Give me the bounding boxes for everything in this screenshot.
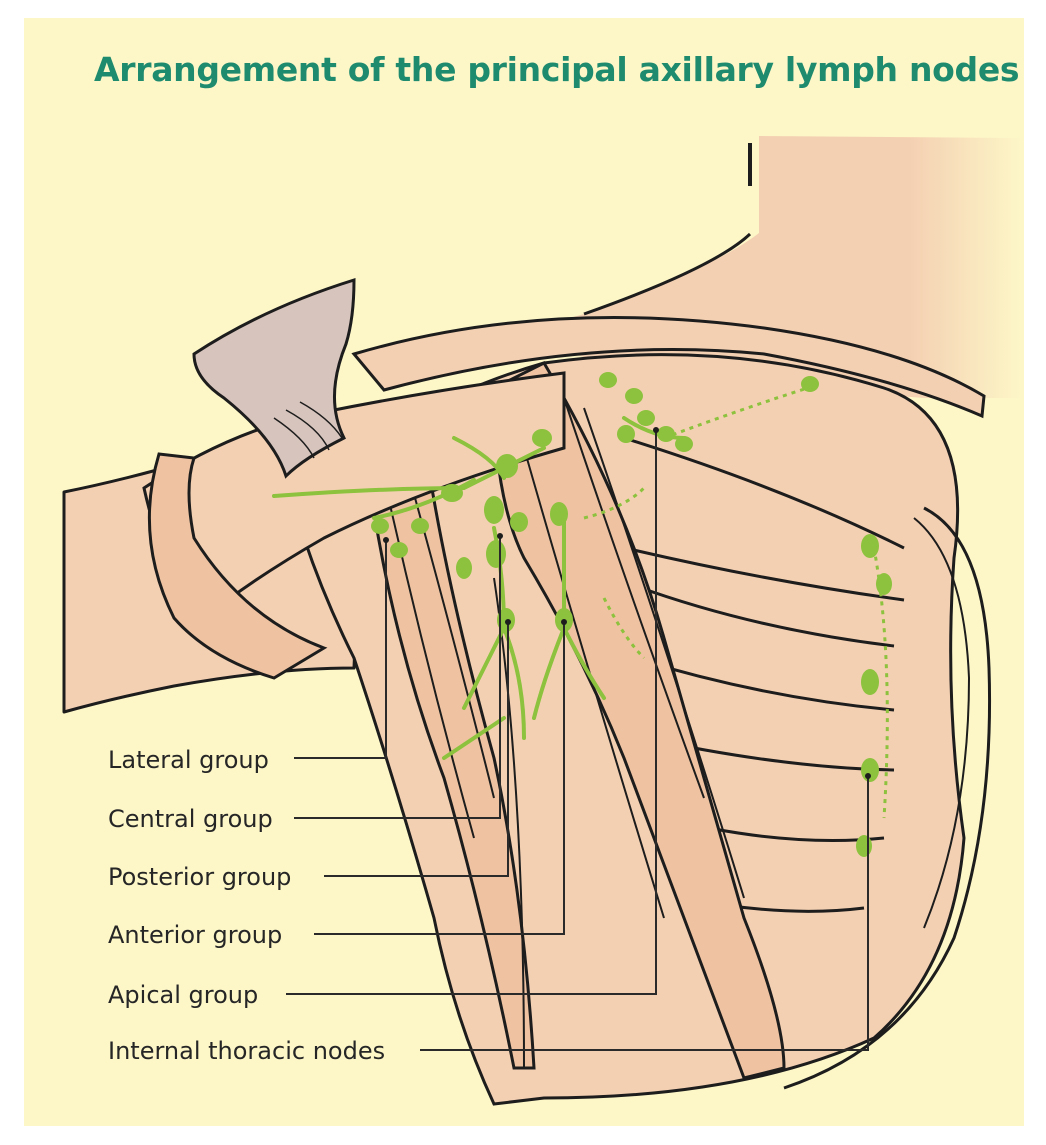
structure-labels: Lateral group Central group Posterior gr… bbox=[108, 746, 385, 1065]
label-apical-group: Apical group bbox=[108, 981, 258, 1009]
axilla-illustration: Lateral group Central group Posterior gr… bbox=[24, 18, 1024, 1126]
label-lateral-group: Lateral group bbox=[108, 746, 269, 774]
label-anterior-group: Anterior group bbox=[108, 921, 282, 949]
label-central-group: Central group bbox=[108, 805, 273, 833]
label-posterior-group: Posterior group bbox=[108, 863, 291, 891]
diagram-frame: Arrangement of the principal axillary ly… bbox=[24, 18, 1024, 1126]
label-internal-thoracic-nodes: Internal thoracic nodes bbox=[108, 1037, 385, 1065]
